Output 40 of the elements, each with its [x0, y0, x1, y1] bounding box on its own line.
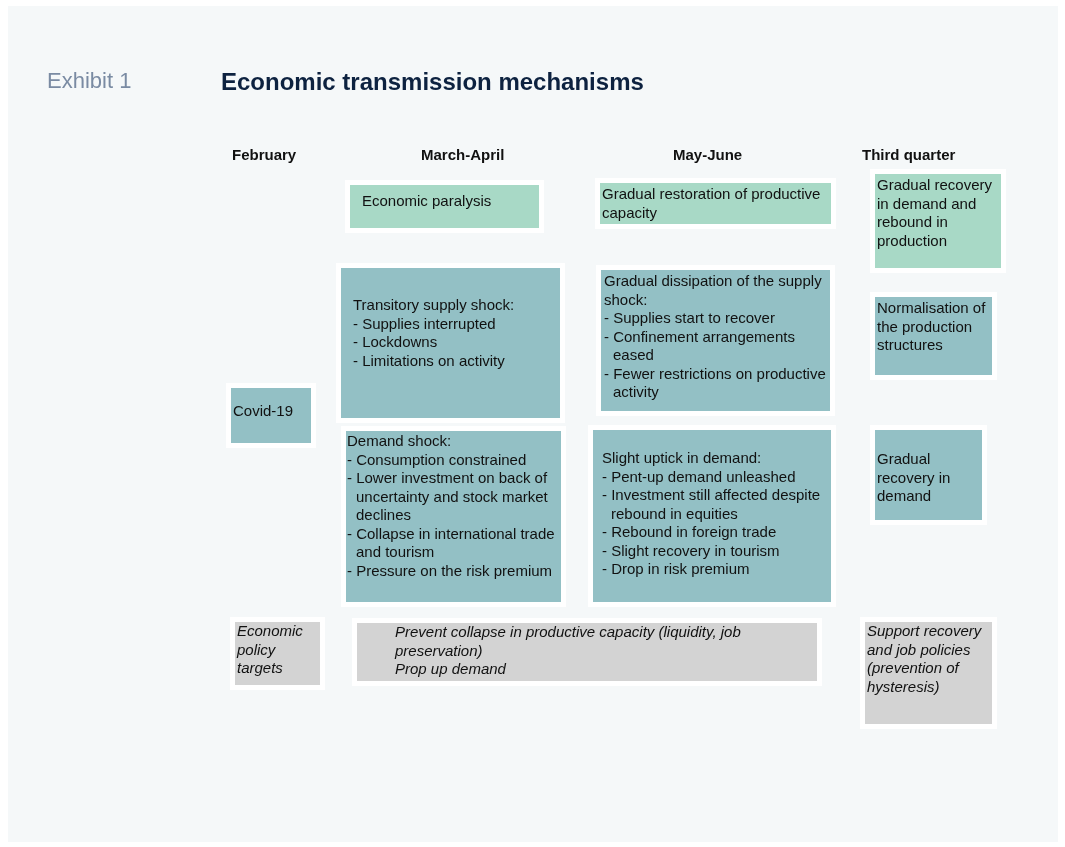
box-heading: Prevent collapse in productive capacity (liquidity, job preservation) — [395, 623, 742, 660]
title: Economic transmission mechanisms — [221, 68, 644, 96]
column-header: February — [232, 146, 297, 163]
box-text: - Lockdowns — [353, 333, 439, 352]
box-heading: Slight uptick in demand: — [602, 449, 763, 468]
text-box — [596, 265, 835, 416]
text-box — [588, 425, 836, 607]
box-text: - Collapse in international trade and tourism — [347, 524, 556, 562]
text-box: Gradual recovery in demand — [870, 425, 987, 525]
box-text: - Supplies interrupted — [353, 314, 497, 333]
text-box: Economic paralysis — [345, 180, 544, 233]
box-text: - Confinement arrangements eased — [604, 327, 796, 365]
box-heading: Demand shock: — [347, 432, 453, 451]
box-text: - Rebound in foreign trade — [602, 523, 778, 542]
text-box: Gradual restoration of productive capacity — [595, 178, 836, 229]
text-box: Gradual recovery in demand and rebound in production — [870, 169, 1006, 273]
box-text: - Pressure on the risk premium — [347, 561, 554, 580]
text-box: Economic policy targets — [230, 617, 325, 690]
box-text: - Slight recovery in tourism — [602, 541, 781, 560]
box-heading: Transitory supply shock: — [353, 296, 516, 315]
box-text: - Drop in risk premium — [602, 560, 751, 579]
box-text: - Fewer restrictions on productive activity — [604, 364, 826, 402]
box-text: - Pent-up demand unleashed — [602, 467, 797, 486]
box-text: - Limitations on activity — [353, 351, 506, 370]
box-heading: Gradual dissipation of the supply shock: — [604, 272, 823, 309]
text-box: Support recovery and job policies (prevention of hysteresis) — [860, 617, 997, 729]
box-text: - Supplies start to recover — [604, 309, 776, 328]
text-box — [352, 618, 822, 686]
column-header: Third quarter — [862, 146, 956, 163]
column-header: March-April — [421, 146, 505, 163]
text-box: Normalisation of the production structures — [870, 292, 997, 380]
box-text: - Investment still affected despite rebound in equities — [602, 486, 822, 523]
text-box — [336, 263, 565, 423]
box-text: - Consumption constrained — [347, 450, 528, 469]
column-header: May-June — [673, 146, 743, 163]
exhibit-label: Exhibit 1 — [47, 68, 132, 94]
box-text: Prop up demand — [395, 660, 507, 679]
text-box — [341, 426, 566, 607]
text-box: Covid-19 — [226, 383, 316, 448]
box-text: - Lower investment on back of uncertainty and stock market declines — [347, 469, 549, 525]
